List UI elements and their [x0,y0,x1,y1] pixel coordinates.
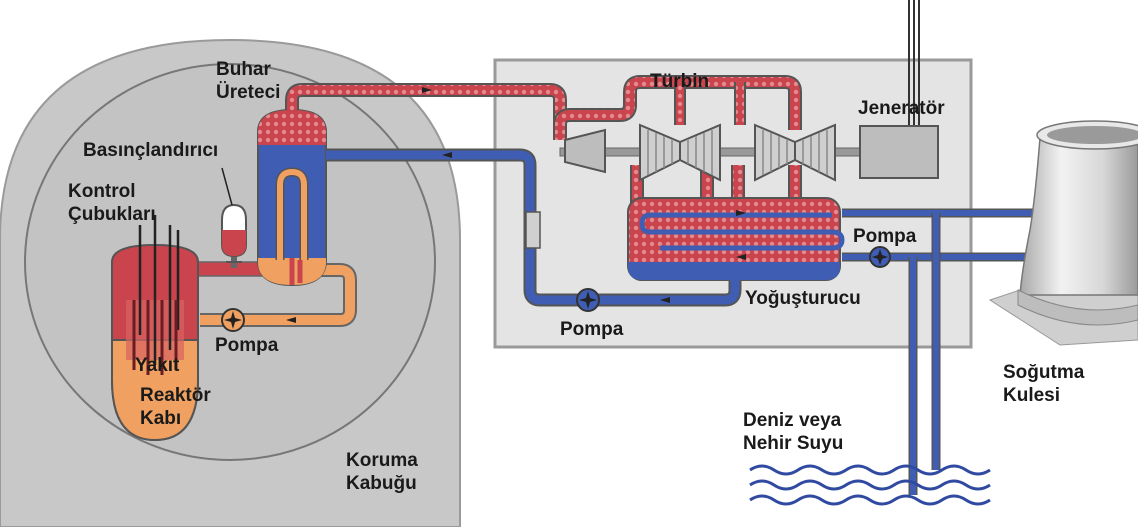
label-jenerator: Jeneratör [858,98,945,119]
power-lines [908,0,920,126]
pressurizer [221,203,247,268]
label-kontrol-cubuklari: Kontrol Çubukları [68,181,156,225]
label-buhar-ureteci: Buhar Üreteci [216,59,281,103]
label-turbin: Türbin [650,71,710,92]
label-pompa-cooling: Pompa [853,226,917,247]
flow-arrows [286,87,746,323]
lp-turbine-2 [754,123,836,182]
condenser [627,197,845,281]
label-pompa-secondary: Pompa [560,319,624,340]
lp-turbine-1 [639,123,721,182]
label-yogusturucu: Yoğuşturucu [745,288,861,309]
feedwater-pump [576,288,600,312]
label-deniz-nehir: Deniz veya Nehir Suyu [743,410,844,454]
label-reaktor-kabi: Reaktör Kabı [140,385,211,429]
primary-pump [221,308,245,332]
label-pompa-primary: Pompa [215,335,279,356]
label-basinclandirici: Basınçlandırıcı [83,140,219,161]
hp-turbine [564,128,606,174]
cooling-water-loop [842,208,1045,495]
pressurizer-leader [221,167,233,206]
label-koruma-kabugu: Koruma Kabuğu [346,450,418,494]
steam-generator [257,108,327,287]
feedwater-heater [525,211,541,249]
control-rods [138,215,180,365]
label-sogutma-kulesi: Soğutma Kulesi [1003,362,1085,406]
fuel-rods [132,300,178,375]
cooling-tower [988,120,1138,346]
label-yakit: Yakıt [135,355,180,376]
water-waves [749,464,991,506]
generator [859,125,939,179]
